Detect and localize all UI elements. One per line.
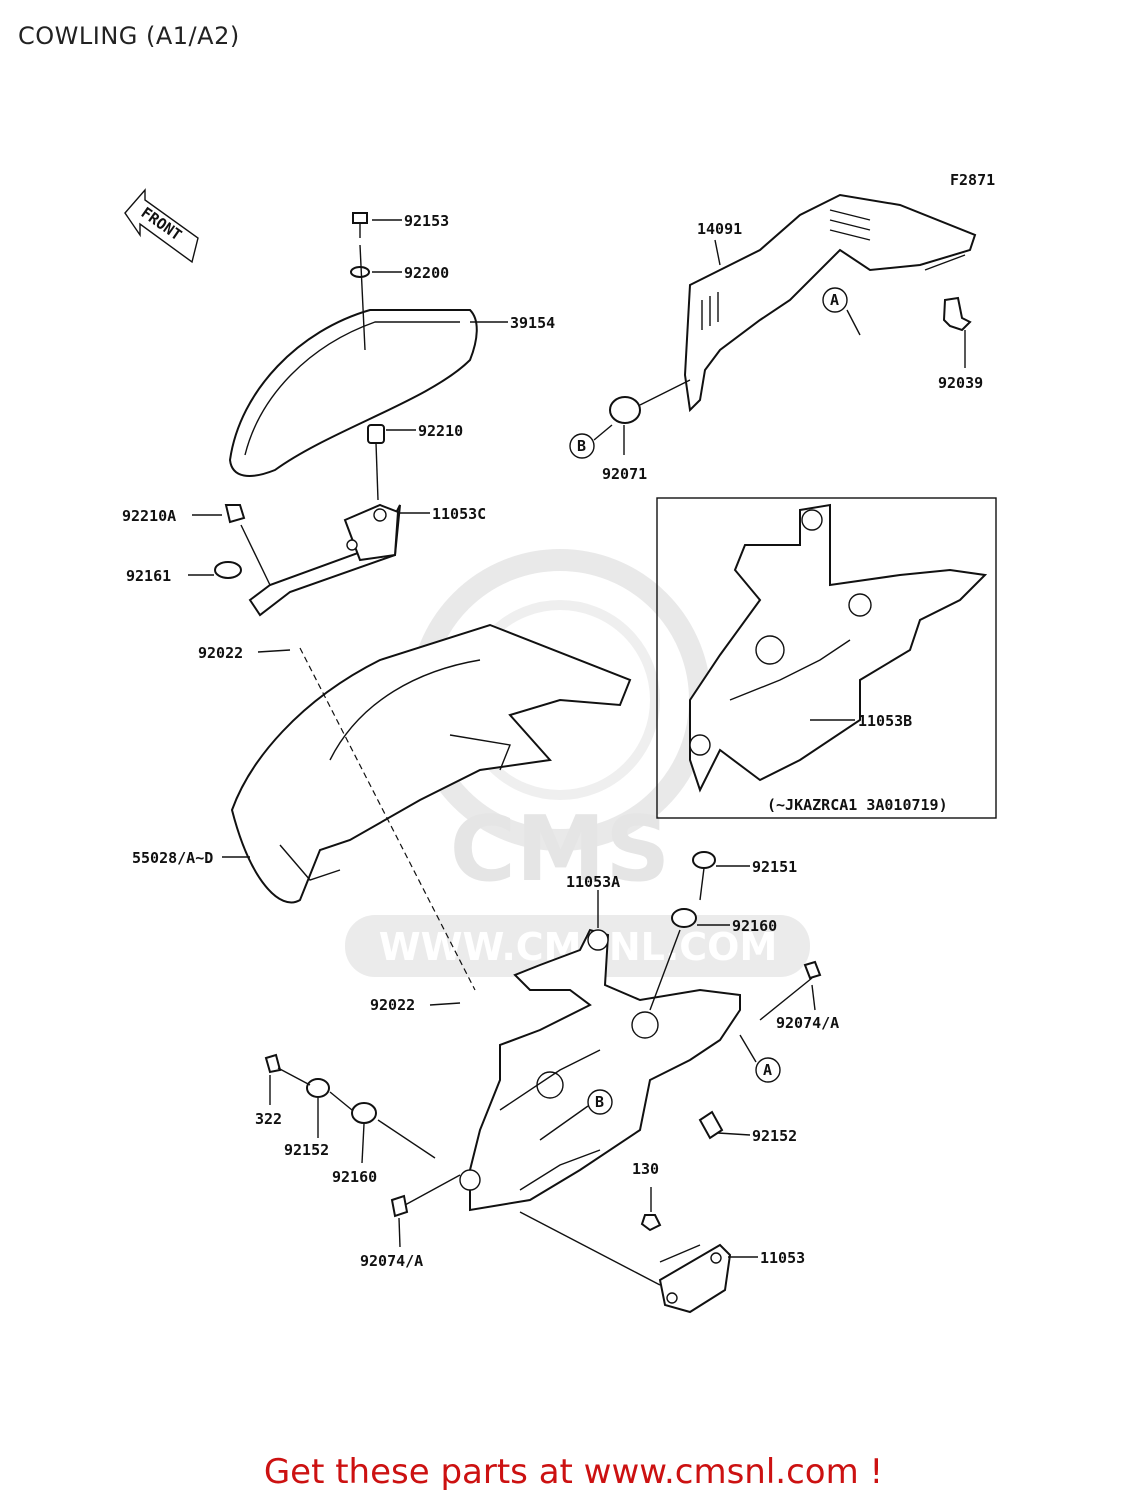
- part-label-92074a-left: 92074/A: [360, 1252, 423, 1270]
- part-label-92151: 92151: [752, 858, 797, 876]
- part-label-322: 322: [255, 1110, 282, 1128]
- part-label-92153: 92153: [404, 212, 449, 230]
- figure-code: F2871: [950, 171, 995, 189]
- parts-diagram: CMS WWW.CMSNL.COM F2871 FRONT: [122, 171, 997, 1314]
- part-label-92210: 92210: [418, 422, 463, 440]
- watermark-brand: CMS: [450, 797, 670, 902]
- upper-cowl: [230, 623, 632, 991]
- svg-text:B: B: [595, 1093, 604, 1111]
- part-label-92152-left: 92152: [284, 1141, 329, 1159]
- callout-a-2: A: [739, 1034, 781, 1083]
- fasteners-left: [264, 1053, 461, 1218]
- part-label-92161: 92161: [126, 567, 171, 585]
- part-label-11053: 11053: [760, 1249, 805, 1267]
- part-label-11053c: 11053C: [432, 505, 486, 523]
- meter-cover: [609, 193, 977, 424]
- front-arrow-icon: FRONT: [124, 188, 199, 264]
- part-label-92074a-right: 92074/A: [776, 1014, 839, 1032]
- part-label-14091: 14091: [697, 220, 742, 238]
- part-label-92160-upper: 92160: [732, 917, 777, 935]
- part-label-130: 130: [632, 1160, 659, 1178]
- footer-link-text[interactable]: Get these parts at www.cmsnl.com !: [263, 1452, 884, 1492]
- leader-lines: [188, 219, 966, 1258]
- part-label-92039: 92039: [938, 374, 983, 392]
- part-label-92152-right: 92152: [752, 1127, 797, 1145]
- svg-text:A: A: [763, 1061, 772, 1079]
- callout-b-2: B: [539, 1089, 613, 1141]
- callout-a-1: A: [822, 287, 861, 336]
- fasteners-right: [649, 851, 822, 1140]
- part-label-11053b: 11053B: [858, 712, 912, 730]
- callout-b-1: B: [569, 424, 613, 459]
- part-label-92071: 92071: [602, 465, 647, 483]
- lower-frame: [459, 928, 741, 1212]
- bracket-11053c: [214, 503, 401, 617]
- part-label-92210a: 92210A: [122, 507, 176, 525]
- svg-text:A: A: [830, 291, 839, 309]
- part-labels: 92153 92200 39154 92210 92210A 11053C 92…: [122, 212, 983, 1270]
- part-label-11053a: 11053A: [566, 873, 620, 891]
- inset-panel: [656, 497, 997, 819]
- windshield: [228, 212, 478, 501]
- part-label-92200: 92200: [404, 264, 449, 282]
- part-label-55028: 55028/A~D: [132, 849, 213, 867]
- part-label-92022-lower: 92022: [370, 996, 415, 1014]
- part-label-92022-upper: 92022: [198, 644, 243, 662]
- inset-note: (~JKAZRCA1 3A010719): [767, 796, 948, 814]
- stay-11053: [519, 1187, 732, 1314]
- page-title: COWLING (A1/A2): [18, 22, 240, 50]
- svg-text:B: B: [577, 437, 586, 455]
- part-label-92160-lower: 92160: [332, 1168, 377, 1186]
- part-label-39154: 39154: [510, 314, 555, 332]
